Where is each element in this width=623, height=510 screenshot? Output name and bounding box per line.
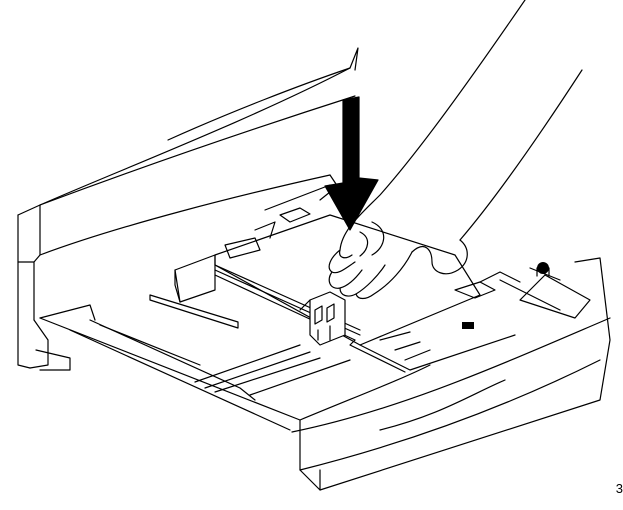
figure-number-fragment: 3	[615, 481, 623, 496]
printer-housing	[17, 47, 359, 371]
hand-illustration	[328, 0, 583, 300]
tray-knob-icon	[537, 262, 549, 274]
paper-end-guide[interactable]	[299, 291, 346, 346]
paper-guide-slot	[462, 322, 474, 329]
paper-tray[interactable]	[39, 257, 611, 491]
tray-side-guides	[99, 254, 431, 421]
tray-rear-interior	[224, 184, 336, 259]
paper-stack	[214, 214, 521, 373]
push-down-arrow-icon	[324, 96, 379, 231]
